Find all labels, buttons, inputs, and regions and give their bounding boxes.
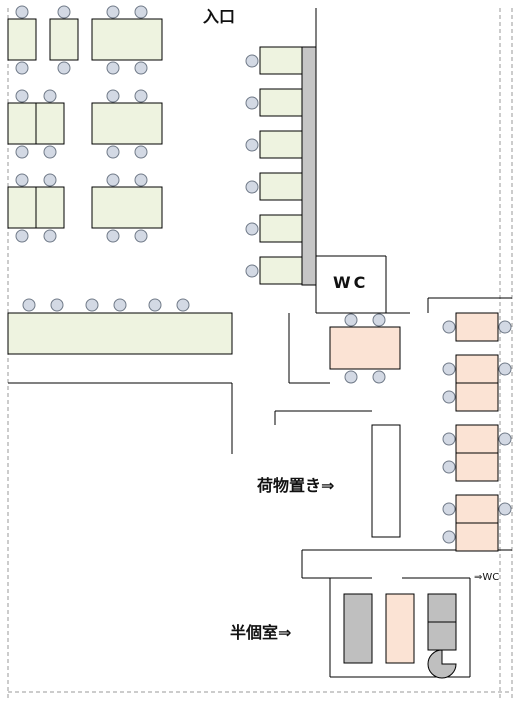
table-c3 (91, 186, 163, 229)
chairs (15, 5, 512, 544)
bench-right-top (427, 593, 457, 623)
chair (134, 145, 148, 159)
right-table-4 (455, 424, 499, 454)
chair (372, 370, 386, 384)
chair (134, 5, 148, 19)
wall-table-4 (259, 172, 303, 201)
chair (15, 145, 29, 159)
chair (442, 502, 456, 516)
chair (344, 370, 358, 384)
semi-private-benches (343, 593, 457, 679)
green-tables (7, 18, 303, 355)
chair (106, 173, 120, 187)
chair (106, 229, 120, 243)
chair (134, 173, 148, 187)
chair (245, 96, 259, 110)
semi-private-table (385, 593, 415, 664)
chair (245, 138, 259, 152)
chair (442, 362, 456, 376)
wall-table-5 (259, 214, 303, 243)
table-a2 (49, 18, 79, 61)
chair (176, 298, 190, 312)
chair (148, 298, 162, 312)
long-counter-table (7, 312, 233, 355)
bench-left (343, 593, 373, 664)
table-c1 (7, 186, 37, 229)
chair (43, 229, 57, 243)
chair (15, 61, 29, 75)
wall-table-6 (259, 256, 303, 285)
luggage-label: 荷物置き⇒ (257, 476, 335, 495)
chair (43, 145, 57, 159)
center-pink-table (329, 326, 401, 370)
chair (344, 313, 358, 327)
chair (498, 320, 512, 334)
chair (372, 313, 386, 327)
table-b3 (91, 102, 163, 145)
chair (134, 229, 148, 243)
right-table-6 (455, 494, 499, 524)
table-c2 (35, 186, 65, 229)
chair (245, 180, 259, 194)
chair (22, 298, 36, 312)
chair (15, 173, 29, 187)
chair (50, 298, 64, 312)
table-b1 (7, 102, 37, 145)
chair (245, 54, 259, 68)
chair (15, 229, 29, 243)
chair (106, 145, 120, 159)
pink-tables (329, 312, 499, 664)
chair (442, 320, 456, 334)
chair (134, 61, 148, 75)
chair (442, 390, 456, 404)
wall-table-2 (259, 88, 303, 117)
chair (85, 298, 99, 312)
chair (134, 89, 148, 103)
chair (442, 432, 456, 446)
bench-right-mid (427, 621, 457, 651)
bench-right-quarter (427, 649, 457, 679)
chair (442, 460, 456, 474)
to-wc-label: ⇒WC (474, 572, 500, 583)
chair (113, 298, 127, 312)
chair (15, 5, 29, 19)
chair (106, 61, 120, 75)
chair (43, 173, 57, 187)
wall-table-1 (259, 46, 303, 75)
table-a3 (91, 18, 163, 61)
chair (57, 61, 71, 75)
wall-table-3 (259, 130, 303, 159)
semi-private-label: 半個室⇒ (230, 623, 292, 642)
right-table-5 (455, 452, 499, 482)
right-table-3 (455, 382, 499, 412)
chair (245, 222, 259, 236)
right-table-7 (455, 522, 499, 552)
table-b2 (35, 102, 65, 145)
entrance-partition (301, 46, 317, 286)
chair (106, 5, 120, 19)
chair (498, 502, 512, 516)
luggage-shelf (371, 424, 401, 538)
chair (442, 530, 456, 544)
wc-label: WC (333, 273, 369, 292)
chair (245, 264, 259, 278)
table-a1 (7, 18, 37, 61)
chair (498, 362, 512, 376)
entrance-label: 入口 (203, 7, 236, 26)
chair (15, 89, 29, 103)
right-table-1 (455, 312, 499, 342)
chair (57, 5, 71, 19)
chair (43, 89, 57, 103)
chair (106, 89, 120, 103)
chair (498, 432, 512, 446)
right-table-2 (455, 354, 499, 384)
